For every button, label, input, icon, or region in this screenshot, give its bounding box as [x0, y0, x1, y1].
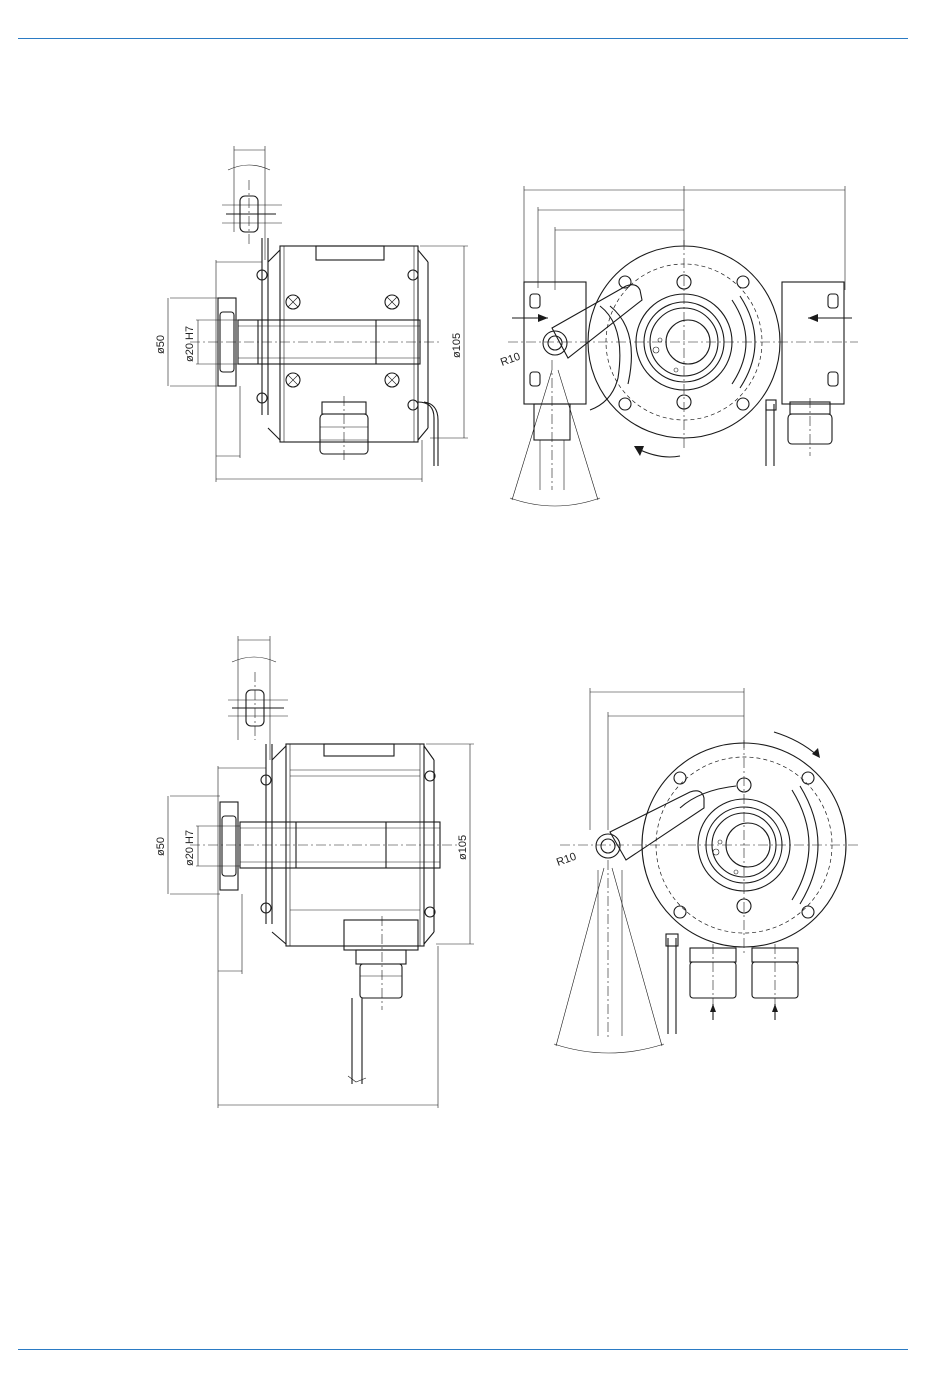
- drawing-1-front-view: [508, 186, 858, 506]
- drawing-1-radius-label: R10: [499, 351, 522, 369]
- drawing-2-shaft-outer-label: ø50: [155, 837, 167, 856]
- drawing-1-shaft-outer-label: ø50: [155, 335, 167, 354]
- drawing-2-body-diameter-label: ø105: [457, 835, 469, 860]
- drawing-1-body-diameter-label: ø105: [451, 333, 463, 358]
- drawing-2-bore-label: ø20 H7: [184, 830, 196, 866]
- drawing-1-bore-label: ø20 H7: [184, 326, 196, 362]
- drawing-2-front-view: [554, 688, 860, 1053]
- drawing-2-side-view: [168, 636, 474, 1108]
- drawing-2-radius-label: R10: [555, 851, 578, 869]
- drawing-1-side-view: [168, 146, 468, 482]
